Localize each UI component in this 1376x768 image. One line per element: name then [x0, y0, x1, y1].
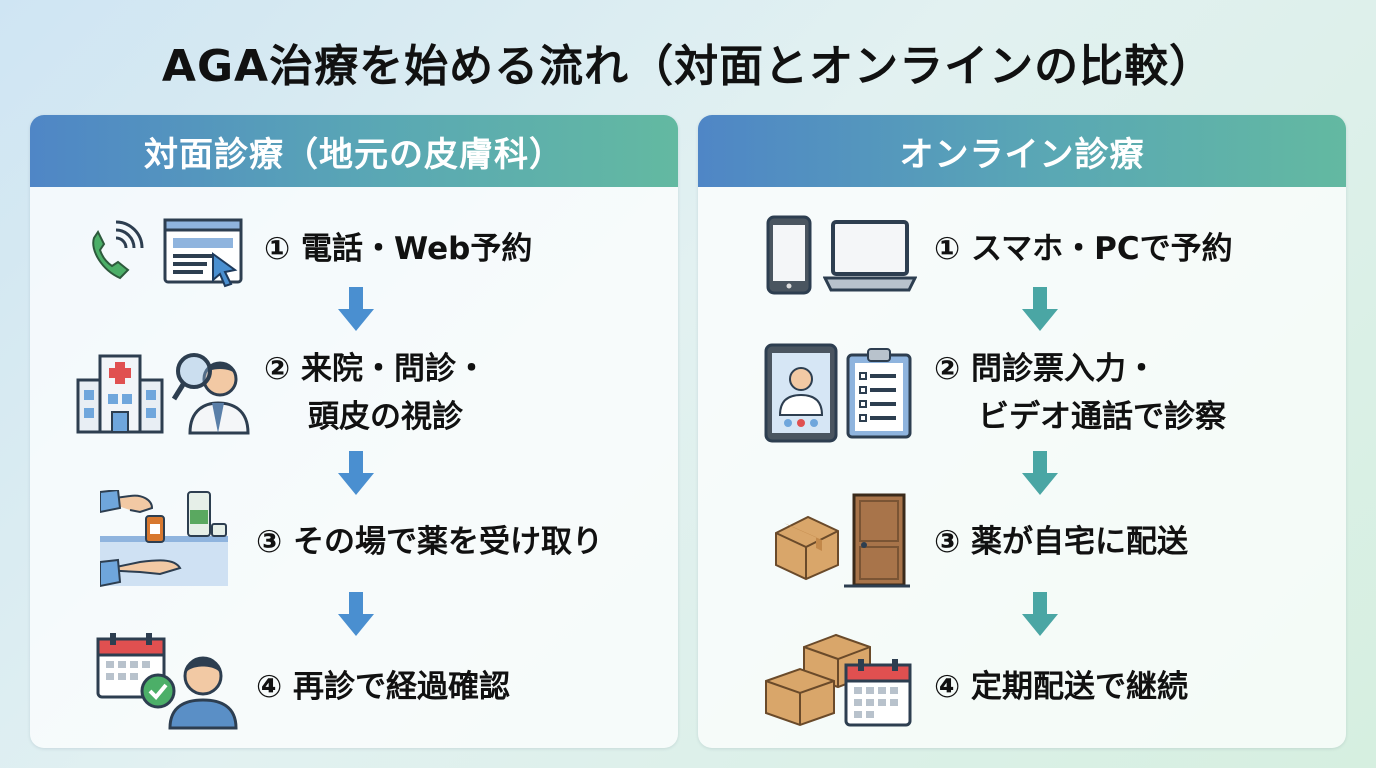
in-person-step-2-line1: ② 来院・問診・ — [264, 351, 488, 387]
online-step-3: ③ 薬が自宅に配送 — [934, 524, 1189, 560]
arrow-down-icon — [1022, 592, 1058, 636]
online-header: オンライン診療 — [698, 115, 1346, 187]
medicine-handover-icon — [99, 488, 230, 594]
hospital-icon — [76, 350, 164, 438]
video-call-tablet-icon — [764, 343, 838, 447]
calendar-icon — [844, 659, 912, 731]
in-person-step-4: ④ 再診で経過確認 — [256, 669, 511, 705]
door-icon — [844, 493, 910, 593]
in-person-step-1: ① 電話・Web予約 — [264, 231, 533, 267]
online-step-4: ④ 定期配送で継続 — [934, 669, 1189, 705]
doctor-magnifier-icon — [171, 345, 256, 439]
in-person-panel: 対面診療（地元の皮膚科） ① 電話・Web予約 — [30, 115, 678, 748]
in-person-header: 対面診療（地元の皮膚科） — [30, 115, 678, 187]
phone-icon — [80, 220, 150, 294]
patient-avatar-icon — [168, 648, 238, 734]
calendar-check-icon — [96, 633, 178, 713]
arrow-down-icon — [338, 592, 374, 636]
clipboard-icon — [846, 347, 912, 443]
laptop-icon — [822, 220, 918, 296]
page-title: AGA治療を始める流れ（対面とオンラインの比較） — [161, 41, 1215, 92]
online-step-2-line2: ビデオ通話で診察 — [978, 399, 1226, 435]
in-person-step-2-line2: 頭皮の視診 — [308, 399, 463, 435]
web-booking-icon — [163, 218, 245, 294]
online-panel: オンライン診療 ① スマホ・PCで予約 — [698, 115, 1346, 748]
arrow-down-icon — [1022, 287, 1058, 331]
arrow-down-icon — [338, 287, 374, 331]
smartphone-icon — [766, 215, 812, 299]
package-box-icon — [772, 513, 842, 585]
arrow-down-icon — [1022, 451, 1058, 495]
online-step-2-line1: ② 問診票入力・ — [934, 351, 1158, 387]
online-step-1: ① スマホ・PCで予約 — [934, 231, 1233, 267]
arrow-down-icon — [338, 451, 374, 495]
in-person-step-3: ③ その場で薬を受け取り — [256, 524, 604, 560]
